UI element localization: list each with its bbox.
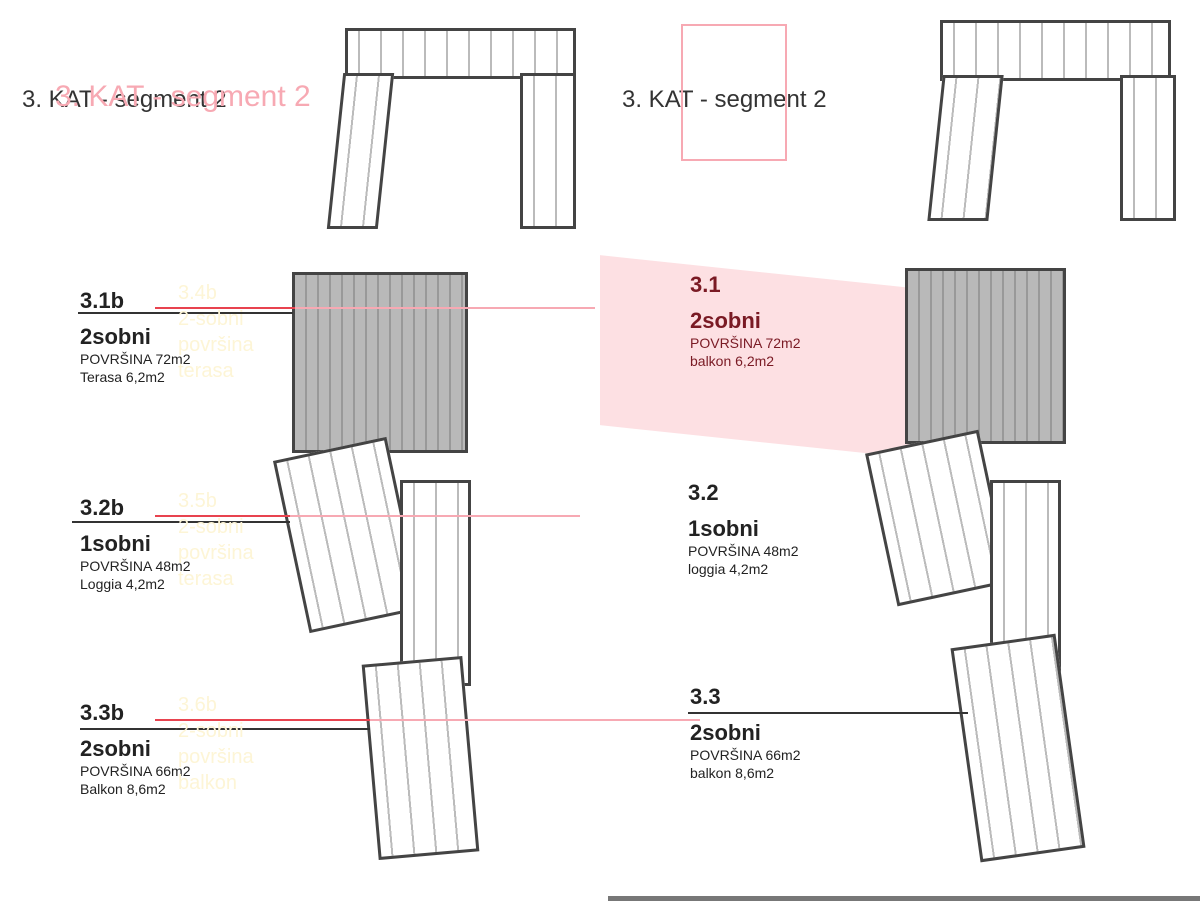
key-plan-highlight: [681, 24, 787, 161]
faint-extra: terasa: [178, 568, 234, 590]
faint-extra: terasa: [178, 360, 234, 382]
unit-area: POVRŠINA 48m2: [688, 543, 799, 559]
left-unit-1: 3.1b 2sobni POVRŠINA 72m2 Terasa 6,2m2: [80, 288, 191, 386]
unit-type: 2sobni: [690, 720, 761, 745]
leader-line-2: [72, 521, 290, 523]
unit-code: 3.3: [690, 684, 721, 709]
floorplan-unit-3-left: [361, 655, 480, 861]
unit-area: POVRŠINA 72m2: [690, 335, 801, 351]
title-left: 3. KAT - segment 2: [55, 80, 311, 113]
unit-code: 3.1: [690, 272, 721, 297]
unit-area: POVRŠINA 48m2: [80, 558, 191, 574]
unit-area: POVRŠINA 66m2: [80, 763, 191, 779]
keyplan-right-right-wing: [1120, 75, 1176, 221]
right-unit-3: 3.3 2sobni POVRŠINA 66m2 balkon 8,6m2: [690, 684, 801, 782]
unit-area: POVRŠINA 72m2: [80, 351, 191, 367]
unit-code: 3.3b: [80, 700, 125, 725]
keyplan-left-top: [345, 28, 576, 79]
faint-extra: balkon: [178, 772, 237, 794]
unit-type: 2sobni: [690, 308, 761, 333]
unit-type: 1sobni: [688, 516, 759, 541]
keyplan-left-wing: [326, 73, 395, 229]
leader-line-3-red: [155, 719, 370, 721]
faint-type: 2-sobni: [178, 516, 244, 538]
keyplan-right-wing: [927, 75, 1004, 221]
unit-type: 2sobni: [80, 736, 151, 761]
leader-line-1-red: [155, 307, 295, 309]
floorplan-unit-1-right: [905, 268, 1066, 444]
unit-extra: balkon 6,2m2: [690, 353, 775, 369]
unit-extra: Terasa 6,2m2: [80, 369, 165, 385]
faint-area: površina: [178, 334, 254, 356]
bottom-rule: [608, 896, 1200, 901]
faint-code: 3.4b: [178, 282, 217, 304]
leader-line-right-3: [688, 712, 968, 714]
floorplan-unit-1-left: [292, 272, 468, 453]
keyplan-right-top: [940, 20, 1171, 81]
left-unit-2: 3.2b 1sobni POVRŠINA 48m2 Loggia 4,2m2: [80, 495, 191, 593]
faint-area: površina: [178, 542, 254, 564]
faint-type: 2-sobni: [178, 720, 244, 742]
floorplan-unit-3-right: [950, 633, 1086, 863]
link-line-2: [290, 515, 580, 517]
unit-extra: balkon 8,6m2: [690, 765, 775, 781]
unit-code: 3.2b: [80, 495, 125, 520]
unit-extra: Loggia 4,2m2: [80, 576, 165, 592]
right-unit-2: 3.2 1sobni POVRŠINA 48m2 loggia 4,2m2: [688, 480, 799, 578]
link-line-1: [295, 307, 595, 309]
unit-code: 3.2: [688, 480, 719, 505]
title-right: 3. KAT - segment 2: [622, 86, 827, 113]
left-unit-1-faint: 3.4b 2-sobni površina terasa: [178, 280, 254, 384]
left-unit-3: 3.3b 2sobni POVRŠINA 66m2 Balkon 8,6m2: [80, 700, 191, 798]
leader-line-2-red: [155, 515, 290, 517]
unit-type: 1sobni: [80, 531, 151, 556]
faint-type: 2-sobni: [178, 308, 244, 330]
right-unit-1: 3.1 2sobni POVRŠINA 72m2 balkon 6,2m2: [690, 272, 801, 370]
unit-extra: Balkon 8,6m2: [80, 781, 166, 797]
unit-area: POVRŠINA 66m2: [690, 747, 801, 763]
unit-extra: loggia 4,2m2: [688, 561, 769, 577]
unit-code: 3.1b: [80, 288, 125, 313]
unit-type: 2sobni: [80, 324, 151, 349]
link-line-3: [370, 719, 700, 721]
faint-code: 3.6b: [178, 694, 217, 716]
leader-line-1: [78, 312, 293, 314]
leader-line-3: [80, 728, 370, 730]
faint-code: 3.5b: [178, 490, 217, 512]
title-left-dark: 3. KAT - segment 2: [22, 86, 227, 113]
left-unit-2-faint: 3.5b 2-sobni površina terasa: [178, 488, 254, 592]
left-unit-3-faint: 3.6b 2-sobni površina balkon: [178, 692, 254, 796]
keyplan-left-right-wing: [520, 73, 576, 229]
faint-area: površina: [178, 746, 254, 768]
